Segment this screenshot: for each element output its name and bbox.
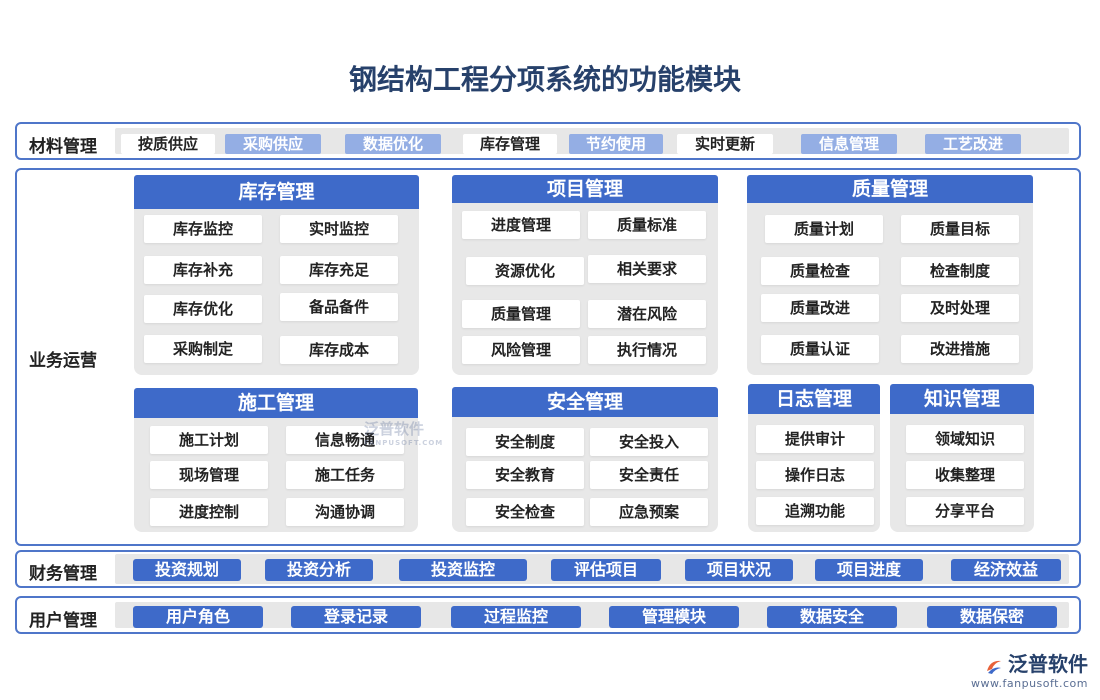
inventory-panel: 库存管理 库存监控 实时监控 库存补充 库存充足 库存优化 备品备件 采购制定 … [134,175,419,375]
construction-item: 进度控制 [150,498,268,526]
finance-item: 经济效益 [951,559,1061,581]
logo-url: www.fanpusoft.com [971,677,1088,690]
project-title: 项目管理 [452,175,718,203]
knowledge-item: 分享平台 [906,497,1024,525]
material-chip: 按质供应 [121,134,215,154]
safety-item: 应急预案 [590,498,708,526]
business-label: 业务运营 [29,351,97,371]
inventory-item: 实时监控 [280,215,398,243]
project-item: 潜在风险 [588,300,706,328]
construction-item: 施工计划 [150,426,268,454]
safety-panel: 安全管理 安全制度 安全投入 安全教育 安全责任 安全检查 应急预案 [452,387,718,532]
safety-item: 安全检查 [466,498,584,526]
safety-item: 安全投入 [590,428,708,456]
project-item: 执行情况 [588,336,706,364]
finance-item: 投资分析 [265,559,373,581]
safety-item: 安全教育 [466,461,584,489]
log-panel: 日志管理 提供审计 操作日志 追溯功能 [748,384,880,532]
inventory-item: 库存成本 [280,336,398,364]
quality-item: 检查制度 [901,257,1019,285]
project-panel: 项目管理 进度管理 质量标准 资源优化 相关要求 质量管理 潜在风险 风险管理 … [452,175,718,375]
material-label: 材料管理 [29,137,97,157]
safety-item: 安全责任 [590,461,708,489]
knowledge-title: 知识管理 [890,384,1034,414]
knowledge-item: 收集整理 [906,461,1024,489]
fanpu-logo-icon [987,660,1001,674]
material-chip: 库存管理 [463,134,557,154]
project-item: 资源优化 [466,257,584,285]
finance-item: 投资规划 [133,559,241,581]
material-chip: 工艺改进 [925,134,1021,154]
project-item: 相关要求 [588,255,706,283]
project-item: 进度管理 [462,211,580,239]
inventory-item: 库存优化 [144,295,262,323]
quality-title: 质量管理 [747,175,1033,203]
user-item: 管理模块 [609,606,739,628]
quality-item: 质量目标 [901,215,1019,243]
watermark-name: 泛普软件 [364,420,425,438]
finance-item: 项目状况 [685,559,793,581]
project-item: 质量标准 [588,211,706,239]
knowledge-panel: 知识管理 领域知识 收集整理 分享平台 [890,384,1034,532]
quality-item: 及时处理 [901,294,1019,322]
watermark: 泛普软件 FANPUSOFT.COM [364,418,443,447]
material-chip: 采购供应 [225,134,321,154]
quality-item: 质量认证 [761,335,879,363]
quality-item: 质量改进 [761,294,879,322]
user-band: 用户角色 登录记录 过程监控 管理模块 数据安全 数据保密 [115,602,1069,628]
inventory-item: 备品备件 [280,293,398,321]
quality-item: 质量计划 [765,215,883,243]
material-chip: 实时更新 [677,134,773,154]
knowledge-item: 领域知识 [906,425,1024,453]
quality-item: 改进措施 [901,335,1019,363]
material-band: 按质供应 采购供应 数据优化 库存管理 节约使用 实时更新 信息管理 工艺改进 [115,128,1069,154]
finance-band: 投资规划 投资分析 投资监控 评估项目 项目状况 项目进度 经济效益 [115,554,1069,584]
material-chip: 节约使用 [569,134,663,154]
finance-item: 项目进度 [815,559,923,581]
user-row: 用户管理 用户角色 登录记录 过程监控 管理模块 数据安全 数据保密 [15,596,1081,634]
user-label: 用户管理 [29,611,97,631]
material-chip: 数据优化 [345,134,441,154]
material-chip: 信息管理 [801,134,897,154]
inventory-title: 库存管理 [134,175,419,209]
inventory-item: 库存监控 [144,215,262,243]
quality-item: 质量检查 [761,257,879,285]
inventory-item: 库存充足 [280,256,398,284]
finance-item: 评估项目 [551,559,661,581]
inventory-item: 库存补充 [144,256,262,284]
construction-item: 现场管理 [150,461,268,489]
construction-item: 信息畅通 [286,426,404,454]
safety-item: 安全制度 [466,428,584,456]
log-item: 操作日志 [756,461,874,489]
brand-logo: 泛普软件 www.fanpusoft.com [971,648,1088,690]
log-item: 提供审计 [756,425,874,453]
construction-item: 沟通协调 [286,498,404,526]
user-item: 过程监控 [451,606,581,628]
construction-panel: 施工管理 施工计划 信息畅通 现场管理 施工任务 进度控制 沟通协调 [134,388,418,532]
user-item: 数据安全 [767,606,897,628]
finance-item: 投资监控 [399,559,527,581]
construction-title: 施工管理 [134,388,418,418]
finance-label: 财务管理 [29,564,97,584]
watermark-sub: FANPUSOFT.COM [364,439,444,447]
user-item: 登录记录 [291,606,421,628]
inventory-item: 采购制定 [144,335,262,363]
finance-row: 财务管理 投资规划 投资分析 投资监控 评估项目 项目状况 项目进度 经济效益 [15,550,1081,588]
project-item: 质量管理 [462,300,580,328]
log-title: 日志管理 [748,384,880,414]
page-title: 钢结构工程分项系统的功能模块 [348,63,741,96]
logo-name: 泛普软件 [1008,652,1088,676]
user-item: 数据保密 [927,606,1057,628]
safety-title: 安全管理 [452,387,718,417]
project-item: 风险管理 [462,336,580,364]
quality-panel: 质量管理 质量计划 质量目标 质量检查 检查制度 质量改进 及时处理 质量认证 … [747,175,1033,375]
user-item: 用户角色 [133,606,263,628]
log-item: 追溯功能 [756,497,874,525]
material-row: 材料管理 按质供应 采购供应 数据优化 库存管理 节约使用 实时更新 信息管理 … [15,122,1081,160]
construction-item: 施工任务 [286,461,404,489]
